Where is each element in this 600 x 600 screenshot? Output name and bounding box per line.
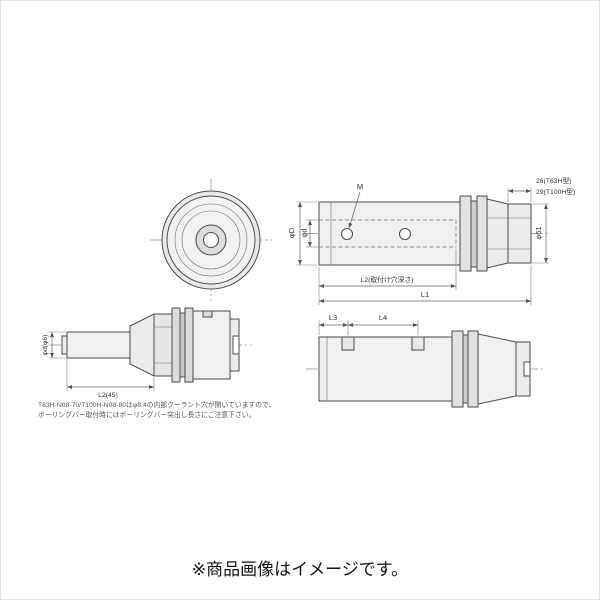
label-l4: L4: [379, 313, 387, 322]
flange-ring-3: [451, 330, 464, 408]
drive-slot-2: [523, 361, 531, 377]
front-ring-circle: [174, 203, 248, 277]
note-line-1: T63H-N08-70/T100H-N08-80はφ8.4の内部クーラント穴が開…: [38, 400, 275, 409]
label-bore-dia: φd: [300, 228, 309, 237]
nut-end: [507, 203, 532, 264]
drive-slot: [232, 335, 240, 355]
label-hole-depth: L2(取付け穴深さ): [361, 275, 414, 284]
flange-ring-2: [476, 195, 488, 272]
front-view: [150, 179, 272, 301]
shank-top-groove: [202, 310, 213, 318]
flange-groove-2: [462, 334, 469, 404]
label-bar-dia: φd(φ6): [42, 335, 49, 356]
label-nut-dia: φ61: [534, 226, 543, 239]
label-thread: M: [357, 182, 363, 191]
taper-shank-2: [477, 333, 517, 405]
front-groove-circle: [181, 210, 241, 270]
label-overall-length: L1: [421, 290, 429, 299]
clamp-nut: [153, 313, 173, 377]
label-outer-dia: φD: [287, 227, 296, 238]
clamp-screw-hole-1: [341, 228, 353, 240]
screw-slot-2: [411, 336, 425, 351]
label-l3: L3: [329, 313, 337, 322]
boring-bar-pilot: [66, 331, 131, 359]
side-view-bottom: L3 L4: [306, 313, 545, 408]
label-width-t63h: 26(T63H型): [536, 176, 572, 185]
taper-shank: [192, 310, 231, 380]
side-view-top: M φD φd 26(T63H型) 29(T100H型) φ61 L2(取付け穴…: [287, 176, 575, 305]
note-line-2: ボーリングバー取付時にはボーリングバー突出し長さにご注意下さい。: [38, 410, 255, 419]
thread-leader: [348, 191, 361, 229]
front-bore-circle: [203, 232, 219, 248]
clamp-cone: [129, 313, 155, 377]
holder-body-2: [318, 336, 453, 402]
label-width-t100h: 29(T100H型): [536, 187, 575, 196]
label-projection: L2(45): [98, 392, 118, 399]
flange-ring-4: [467, 330, 479, 408]
flange-groove: [470, 200, 478, 268]
bar-tip-step: [61, 335, 68, 355]
screw-slot-1: [341, 336, 355, 351]
flange-ring-a: [171, 307, 181, 383]
flange-ring-1: [459, 195, 472, 272]
image-disclaimer-caption: ※商品画像はイメージです。: [192, 560, 408, 579]
assembled-view: φd(φ6) L2(45) T63H-N08-70/T100H-N08-80はφ…: [38, 307, 275, 419]
flange-groove-a: [179, 312, 186, 378]
flange-ring-b: [184, 307, 194, 383]
clamp-screw-hole-2: [399, 228, 411, 240]
nut-cone: [486, 198, 509, 269]
holder-body: [318, 201, 461, 266]
